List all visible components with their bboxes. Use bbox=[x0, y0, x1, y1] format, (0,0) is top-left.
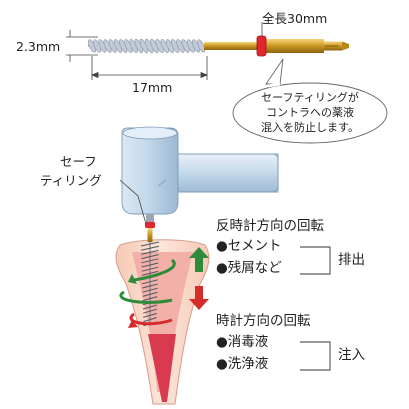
gold-tip bbox=[342, 41, 349, 51]
brush-instrument bbox=[87, 35, 349, 57]
gold-shank bbox=[204, 42, 260, 50]
brush-bristles bbox=[87, 38, 206, 54]
bristle-line bbox=[140, 245, 160, 251]
safety-ring-inserted bbox=[145, 222, 155, 228]
bristle-line bbox=[142, 279, 158, 285]
clockwise-item-1: ●消毒液 bbox=[216, 334, 269, 350]
bristle-line bbox=[141, 249, 159, 255]
callout-line-1: セーフティリングが bbox=[261, 91, 359, 104]
discharge-label: 排出 bbox=[338, 252, 365, 268]
callout-pointer bbox=[265, 58, 284, 85]
bristle-line bbox=[142, 287, 158, 293]
callout-line-3: 混入を防止します。 bbox=[261, 121, 359, 134]
arrow-up-green bbox=[189, 247, 209, 272]
handpiece-neck bbox=[167, 153, 279, 193]
bristle-line bbox=[140, 241, 160, 247]
bristle-line bbox=[142, 308, 158, 314]
bristle-tuft bbox=[197, 39, 206, 53]
contra-handpiece bbox=[121, 126, 279, 222]
clockwise-heading: 時計方向の回転 bbox=[216, 313, 311, 329]
bristle-line bbox=[141, 262, 159, 268]
handpiece-cap bbox=[122, 126, 178, 140]
callout-join bbox=[267, 82, 281, 88]
handpiece-detail bbox=[157, 179, 167, 187]
handpiece-chuck bbox=[146, 214, 154, 222]
bristle-line bbox=[143, 312, 157, 318]
inserted-bristles bbox=[140, 241, 160, 327]
safety-ring-label-line-1: セーフ bbox=[60, 154, 97, 169]
bristle-line bbox=[141, 270, 159, 276]
safety-ring-label-line-2: ティリング bbox=[40, 173, 102, 188]
gold-grip bbox=[264, 39, 324, 53]
inject-label: 注入 bbox=[338, 347, 365, 363]
rotation-arrowhead-green bbox=[128, 274, 137, 284]
bristle-line bbox=[141, 254, 159, 260]
bristle-line bbox=[142, 291, 158, 297]
brush-length-dimension bbox=[90, 56, 209, 80]
brush-length-label: 17mm bbox=[132, 80, 173, 95]
counterclockwise-item-1: ●セメント bbox=[216, 238, 282, 254]
rotation-arrow-red bbox=[129, 312, 173, 326]
counterclockwise-item-2: ●残屑など bbox=[216, 260, 282, 276]
bracket-discharge bbox=[300, 246, 331, 275]
arrow-down-red bbox=[189, 286, 209, 310]
rotation-arrow-green-2 bbox=[119, 290, 173, 304]
callout-text: セーフティリングが コントラへの薬液 混入を防止します。 bbox=[240, 90, 380, 135]
bristle-line bbox=[141, 258, 159, 264]
bracket-inject bbox=[300, 341, 331, 371]
bristle-line bbox=[142, 296, 158, 302]
diameter-label: 2.3mm bbox=[16, 39, 61, 54]
root-canal-pulp bbox=[148, 334, 176, 402]
inserted-brush bbox=[140, 222, 160, 327]
bristle-line bbox=[143, 317, 157, 323]
total-length-label: 全長30mm bbox=[262, 11, 328, 26]
clockwise-item-2: ●洗浄液 bbox=[216, 356, 269, 372]
rotation-arrowhead-red bbox=[128, 320, 138, 328]
bristle-line bbox=[142, 304, 158, 310]
safety-ring-top bbox=[256, 35, 267, 57]
diameter-dimension bbox=[66, 30, 98, 62]
callout-line-2: コントラへの薬液 bbox=[266, 106, 354, 119]
callout-bubble bbox=[232, 82, 388, 144]
handpiece-head bbox=[121, 127, 179, 215]
safety-ring-leader bbox=[119, 179, 147, 225]
neck-end bbox=[270, 153, 279, 193]
rotation-arrow-green bbox=[133, 258, 176, 282]
counterclockwise-heading: 反時計方向の回転 bbox=[216, 218, 324, 234]
bristle-line bbox=[142, 283, 158, 289]
bristle-line bbox=[141, 266, 159, 272]
inserted-shank bbox=[147, 228, 153, 242]
